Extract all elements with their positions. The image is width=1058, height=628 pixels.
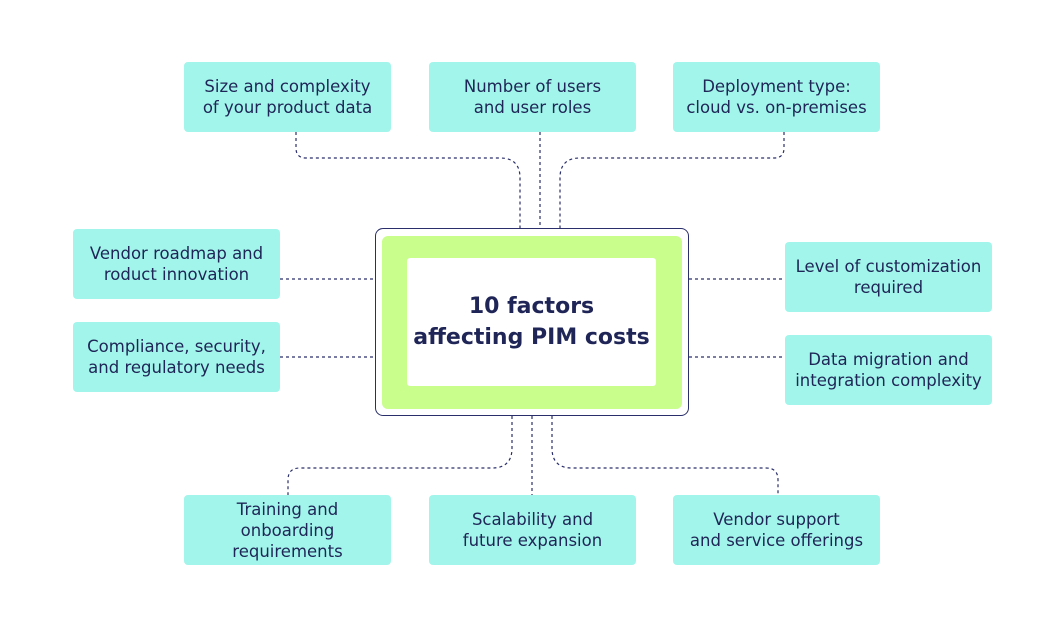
center-title: 10 factors affecting PIM costs (407, 258, 656, 386)
factor-compliance: Compliance, security, and regulatory nee… (73, 322, 280, 392)
factor-scalability: Scalability and future expansion (429, 495, 636, 565)
factor-customization: Level of customization required (785, 242, 992, 312)
factor-vendor-support: Vendor support and service offerings (673, 495, 880, 565)
factor-users-roles: Number of users and user roles (429, 62, 636, 132)
connector-deployment-type (559, 132, 785, 228)
factor-deployment-type: Deployment type: cloud vs. on-premises (673, 62, 880, 132)
connector-size-complexity (295, 132, 521, 228)
factor-training: Training and onboarding requirements (184, 495, 391, 565)
connector-training (287, 416, 513, 495)
factor-data-migration: Data migration and integration complexit… (785, 335, 992, 405)
factor-vendor-roadmap: Vendor roadmap and roduct innovation (73, 229, 280, 299)
connector-vendor-support (551, 416, 779, 495)
factor-size-complexity: Size and complexity of your product data (184, 62, 391, 132)
